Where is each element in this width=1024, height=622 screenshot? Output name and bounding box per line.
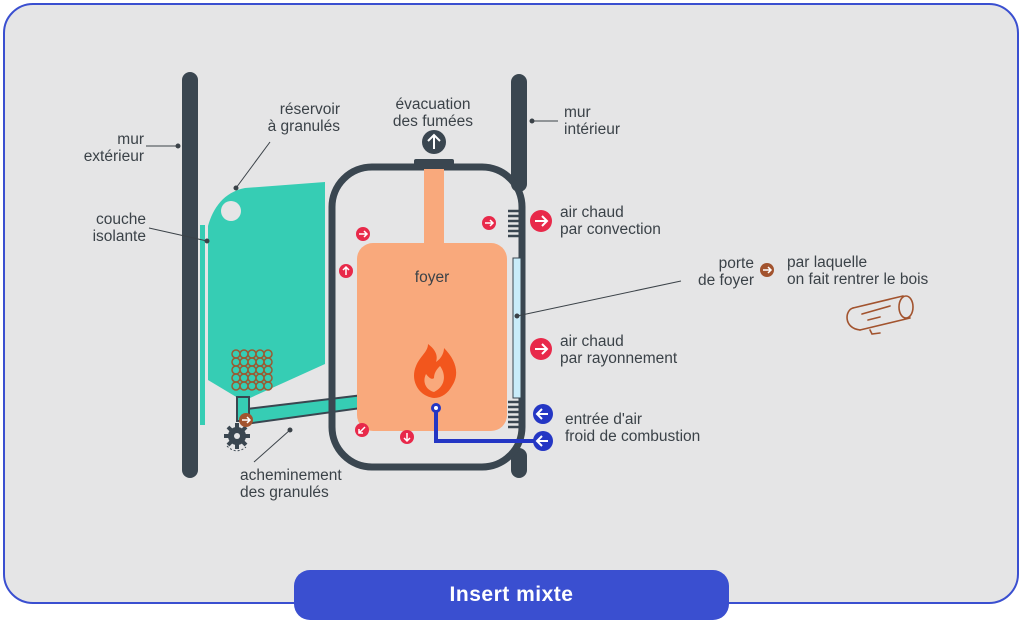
hot-air-arrow-icon <box>339 264 353 278</box>
diagram-title: Insert mixte <box>294 570 729 620</box>
exterior-wall <box>182 72 198 478</box>
feed-arrow-icon <box>239 413 253 427</box>
leader-lines <box>146 118 682 463</box>
smoke-exhaust-icon <box>422 130 446 154</box>
pellets <box>231 349 273 391</box>
gear-icon <box>224 423 250 452</box>
reservoir-notch <box>221 201 241 221</box>
insulation-layer <box>200 225 205 425</box>
interior-wall-bottom <box>511 448 527 478</box>
wood-loading-arrow-icon <box>760 263 774 277</box>
pellet-reservoir <box>208 182 325 398</box>
log-icon <box>846 295 914 335</box>
flue-pipe <box>424 163 444 245</box>
cold-air-pipe <box>434 408 540 443</box>
radiation-arrow-icon <box>530 338 552 360</box>
foyer-chamber <box>357 243 507 431</box>
cold-air-arrow-icon <box>533 431 553 451</box>
foyer-door-glass <box>512 257 522 399</box>
hot-air-arrow-icon <box>355 423 369 437</box>
flame-icon <box>414 344 457 398</box>
cold-air-arrow-icon <box>533 404 553 424</box>
convection-arrow-icon <box>530 210 552 232</box>
intake-grille-bottom <box>508 400 520 429</box>
hot-air-arrow-icon <box>482 216 496 230</box>
label-foyer: foyer <box>414 269 450 286</box>
hot-air-arrow-icon <box>400 430 414 444</box>
hot-air-arrow-icon <box>356 227 370 241</box>
interior-wall-top <box>511 74 527 192</box>
convection-grille-top <box>508 209 520 238</box>
flue-collar <box>414 159 454 169</box>
